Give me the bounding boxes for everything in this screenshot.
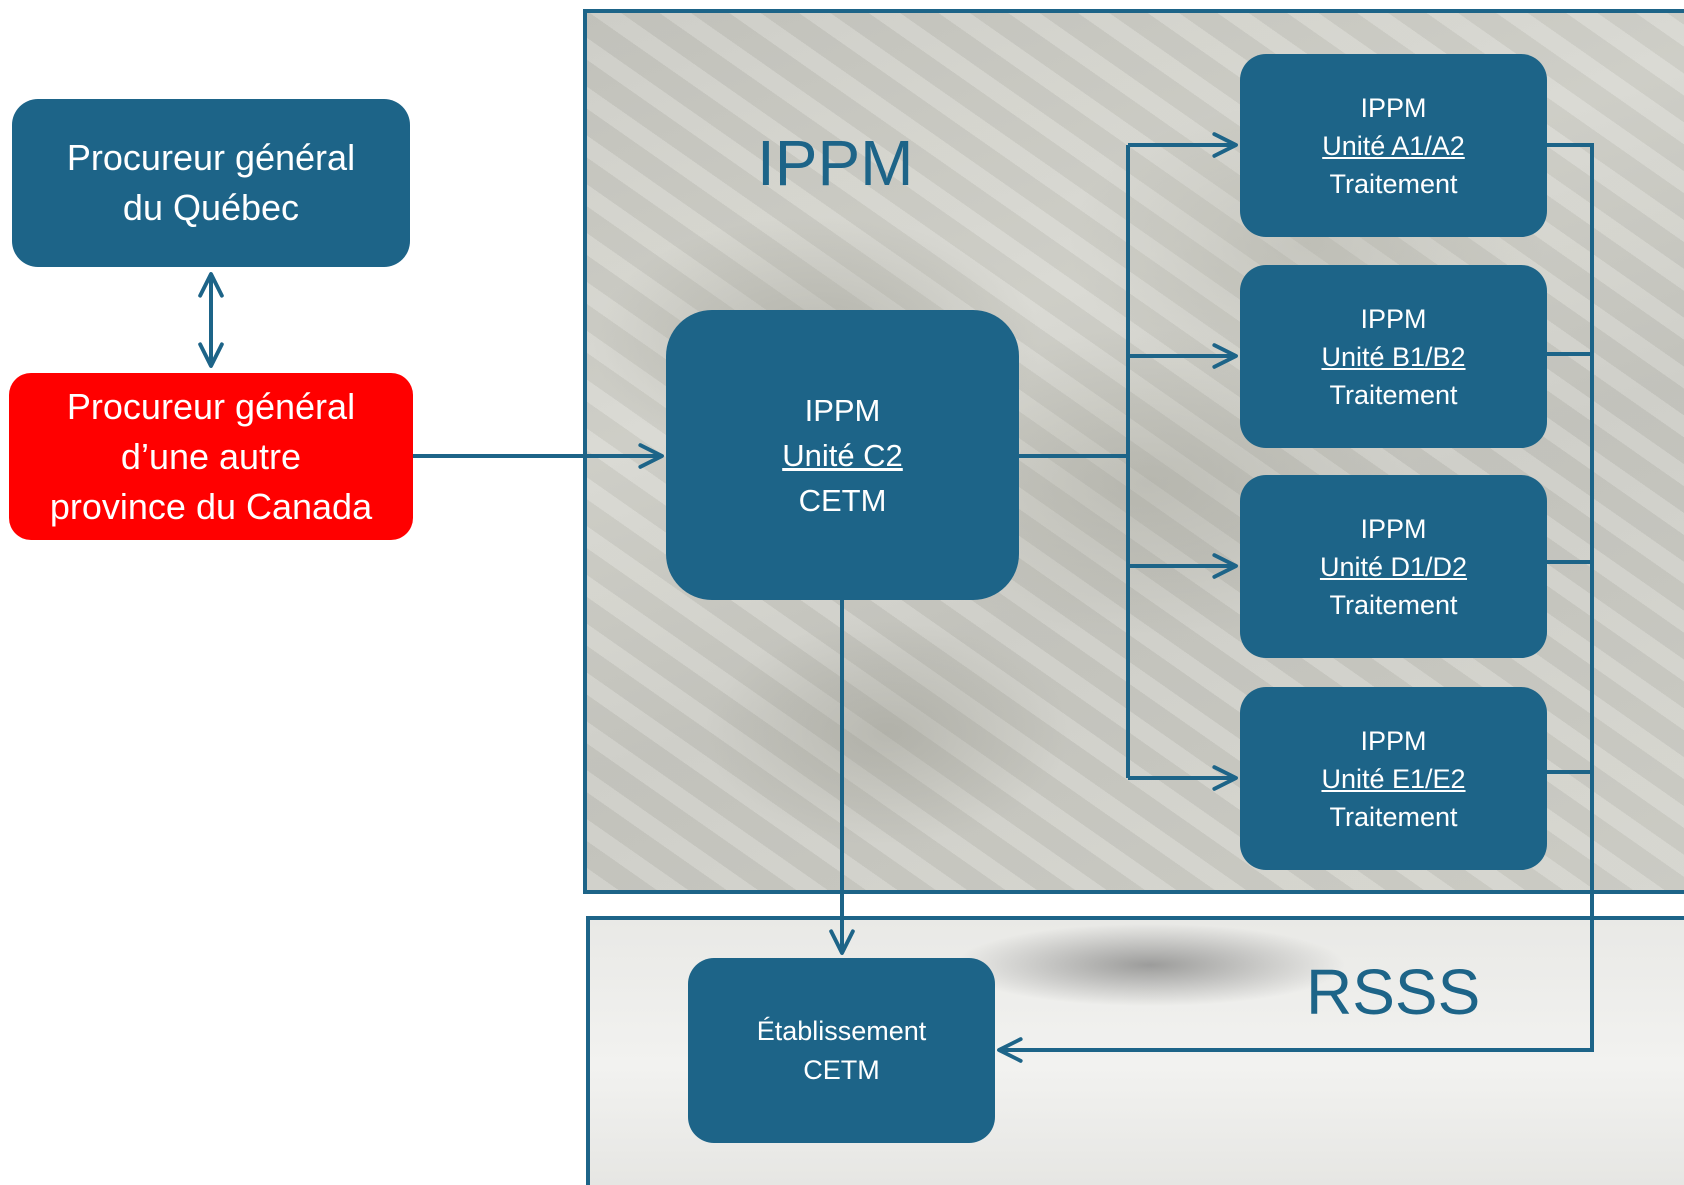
node-label-line: province du Canada [49,485,373,527]
node-label-line: IPPM [1360,303,1427,334]
node-label-line: Traitement [1329,168,1458,199]
node-label-line: IPPM [1360,513,1427,544]
node-label-line: Traitement [1329,801,1458,832]
node-label-line: Traitement [1329,379,1458,410]
node-unit-name: Unité B1/B2 [1321,341,1466,372]
node-etablissement-cetm: Établissement CETM [688,958,995,1143]
node-unite-b1-b2: IPPM Unité B1/B2 Traitement [1240,265,1547,448]
node-label-line: du Québec [122,187,300,228]
node-label-line: Procureur général [66,137,356,178]
node-unit-name: Unité A1/A2 [1322,130,1465,161]
node-unit-name: Unité C2 [782,437,903,473]
node-procureur-general-quebec: Procureur général du Québec [12,99,410,267]
node-label-line: CETM [803,1054,880,1085]
node-procureur-general-autre-province: Procureur général d’une autre province d… [9,373,413,540]
node-unit-name: Unité E1/E2 [1321,763,1466,794]
node-label-line: IPPM [1360,725,1427,756]
node-unite-e1-e2: IPPM Unité E1/E2 Traitement [1240,687,1547,870]
node-unite-d1-d2: IPPM Unité D1/D2 Traitement [1240,475,1547,658]
node-label-line: Établissement [756,1015,927,1046]
node-label-line: Traitement [1329,589,1458,620]
node-unit-name: Unité D1/D2 [1319,551,1468,582]
node-label-line: IPPM [1360,92,1427,123]
node-label-line: d’une autre [120,435,302,477]
node-label-line: IPPM [804,392,881,428]
node-label-line: Procureur général [66,385,356,427]
node-label-line: CETM [798,482,887,518]
node-unite-c2: IPPM Unité C2 CETM [666,310,1019,600]
node-unite-a1-a2: IPPM Unité A1/A2 Traitement [1240,54,1547,237]
rsss-region-title: RSSS [1306,956,1481,1028]
ippm-region-title: IPPM [757,127,914,199]
